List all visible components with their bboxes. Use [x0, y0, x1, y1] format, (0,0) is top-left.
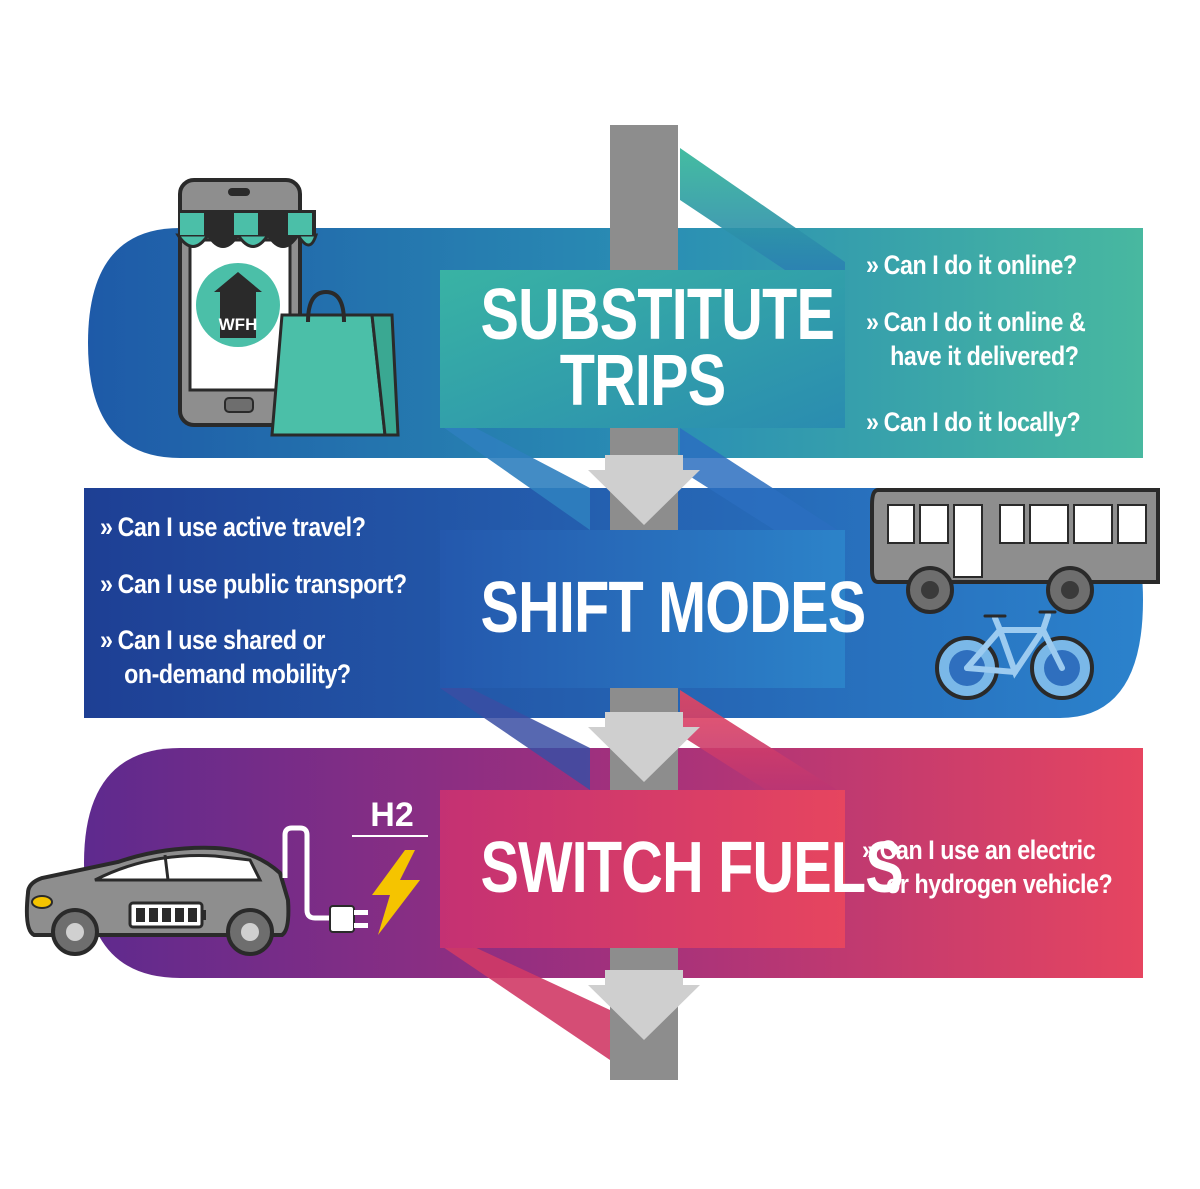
question-text: Can I do it online &: [883, 307, 1086, 337]
question-text: on-demand mobility?: [124, 659, 351, 689]
switch-fuels-title: SWITCH FUELS: [440, 828, 904, 908]
question-text: Can I use public transport?: [117, 569, 407, 599]
bus-bicycle-icon: [870, 488, 1160, 700]
switch-title-box: [440, 790, 845, 948]
chevron-icon: »: [100, 625, 113, 655]
question-text: Can I use shared or: [117, 625, 326, 655]
substitute-title-box: [440, 270, 845, 428]
chevron-icon: »: [866, 250, 879, 280]
down-arrow-1: [588, 455, 700, 525]
chevron-icon: »: [866, 407, 879, 437]
switch-question-vehicle: »Can I use an electric or hydrogen vehic…: [862, 833, 1113, 901]
title-line: SUBSTITUTE: [480, 275, 835, 355]
shift-modes-title: SHIFT MODES: [440, 568, 867, 648]
chevron-icon: »: [866, 307, 879, 337]
hydrogen-label: H2: [370, 796, 413, 834]
substitute-question-online: »Can I do it online?: [866, 248, 1077, 282]
chevron-icon: »: [100, 512, 113, 542]
title-line: TRIPS: [559, 341, 726, 421]
title-line: SHIFT MODES: [480, 568, 867, 648]
shift-question-shared: »Can I use shared or on-demand mobility?: [100, 623, 351, 691]
question-text: Can I use active travel?: [117, 512, 366, 542]
question-text: Can I do it locally?: [883, 407, 1081, 437]
shift-question-public: »Can I use public transport?: [100, 567, 407, 601]
down-arrow-2: [588, 712, 700, 782]
question-text: have it delivered?: [890, 341, 1079, 371]
question-text: Can I do it online?: [883, 250, 1077, 280]
wfh-badge: WFH: [219, 315, 258, 334]
substitute-question-locally: »Can I do it locally?: [866, 405, 1081, 439]
shift-title-box: [440, 530, 845, 688]
chevron-icon: »: [100, 569, 113, 599]
electric-car-icon: [24, 825, 428, 956]
down-arrow-3: [588, 970, 700, 1040]
question-text: Can I use an electric: [879, 835, 1096, 865]
title-line: SWITCH FUELS: [480, 828, 904, 908]
substitute-question-delivered: »Can I do it online & have it delivered?: [866, 305, 1086, 373]
phone-shop-icon: [175, 178, 400, 437]
shift-question-active: »Can I use active travel?: [100, 510, 366, 544]
chevron-icon: »: [862, 835, 875, 865]
question-text: or hydrogen vehicle?: [886, 869, 1113, 899]
substitute-trips-title: SUBSTITUTE TRIPS: [440, 275, 845, 421]
